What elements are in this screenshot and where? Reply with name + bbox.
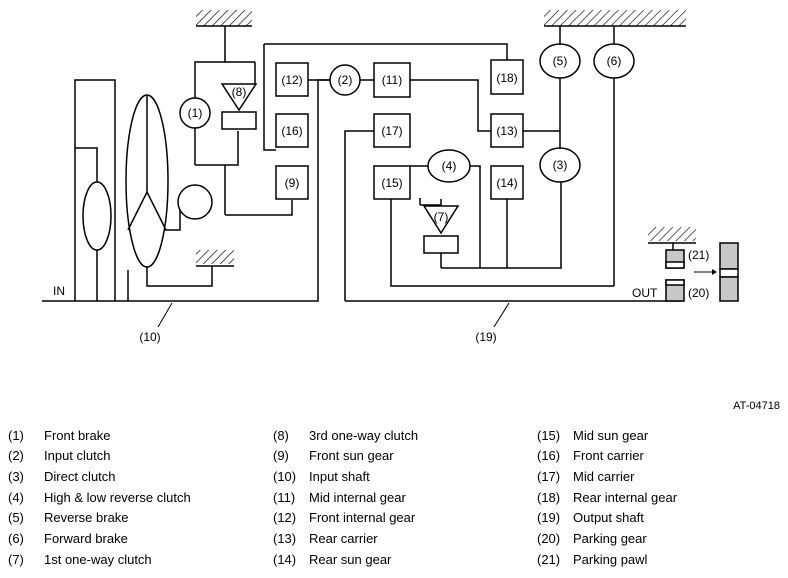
- legend-text: Output shaft: [573, 510, 644, 525]
- legend-text: 3rd one-way clutch: [309, 428, 419, 443]
- forward-brake-6: [593, 43, 635, 79]
- legend-num: (14): [273, 552, 297, 567]
- legend-num: (1): [8, 428, 24, 443]
- legend-num: (7): [8, 552, 24, 567]
- diagram-labels: (1) (2) (3) (4) (5) (6) (7) (8) (9) (10)…: [53, 54, 709, 344]
- converter-turbine: [177, 184, 213, 220]
- legend-num: (11): [273, 490, 296, 505]
- direct-clutch-3: [539, 147, 581, 183]
- legend-num: (12): [273, 510, 297, 525]
- mid-carrier-17: [373, 113, 411, 148]
- label-14: (14): [496, 176, 517, 190]
- rear-internal-gear-18: [490, 59, 524, 95]
- label-18: (18): [496, 71, 517, 85]
- parking-gear-detail-top: [719, 242, 739, 270]
- legend-text: Parking gear: [573, 531, 647, 546]
- label-12: (12): [281, 73, 302, 87]
- rear-sun-gear-14: [490, 165, 524, 200]
- label-16: (16): [281, 124, 302, 138]
- front-internal-gear-12: [275, 62, 309, 97]
- legend-text: Mid sun gear: [573, 428, 649, 443]
- reverse-brake-5: [539, 43, 581, 79]
- legend-num: (8): [273, 428, 289, 443]
- label-8: (8): [232, 85, 247, 99]
- legend-num: (19): [537, 510, 561, 525]
- input-clutch-2: [329, 64, 361, 96]
- high-low-reverse-clutch-4: [427, 149, 471, 183]
- one-way-clutch-8: [220, 83, 258, 130]
- ground-torque-converter: [196, 250, 234, 264]
- ground-top-right: [544, 10, 686, 26]
- legend-text: Front internal gear: [309, 510, 416, 525]
- label-9: (9): [285, 176, 300, 190]
- label-17: (17): [381, 124, 402, 138]
- front-brake-1: [179, 97, 211, 129]
- legend-text: Front brake: [44, 428, 111, 443]
- figure-reference-id: AT-04718: [733, 400, 780, 412]
- front-carrier-16: [275, 113, 309, 148]
- label-19: (19): [475, 330, 496, 344]
- legend-text: 1st one-way clutch: [44, 552, 152, 567]
- in-label: IN: [53, 284, 65, 298]
- legend-text: Direct clutch: [44, 469, 116, 484]
- label-10: (10): [139, 330, 160, 344]
- parking-gear-detail-bottom: [719, 276, 739, 302]
- label-2: (2): [338, 73, 353, 87]
- legend-text: Rear sun gear: [309, 552, 392, 567]
- legend-num: (5): [8, 510, 24, 525]
- ground-parking: [648, 227, 696, 241]
- legend-num: (17): [537, 469, 561, 484]
- legend-text: Forward brake: [44, 531, 128, 546]
- torque-converter: [82, 94, 213, 268]
- front-sun-gear-9: [275, 165, 309, 200]
- label-21: (21): [688, 248, 709, 262]
- parking-mechanism: [665, 242, 739, 302]
- legend-text: Input shaft: [309, 469, 370, 484]
- ground-top-left: [196, 10, 252, 26]
- legend-num: (9): [273, 448, 289, 463]
- legend-text: Front sun gear: [309, 448, 394, 463]
- leader-lines: [157, 302, 510, 328]
- legend-text: Rear carrier: [309, 531, 378, 546]
- label-5: (5): [553, 54, 568, 68]
- label-7: (7): [434, 210, 449, 224]
- legend-num: (6): [8, 531, 24, 546]
- legend-text: High & low reverse clutch: [44, 490, 191, 505]
- label-11: (11): [382, 73, 402, 87]
- label-3: (3): [553, 158, 568, 172]
- legend-num: (3): [8, 469, 24, 484]
- legend-num: (20): [537, 531, 561, 546]
- label-13: (13): [496, 124, 517, 138]
- legend-text: Mid carrier: [573, 469, 635, 484]
- legend-num: (21): [537, 552, 561, 567]
- legend-text: Reverse brake: [44, 510, 129, 525]
- mid-internal-gear-11: [373, 62, 411, 98]
- legend-num: (10): [273, 469, 297, 484]
- legend-text: Input clutch: [44, 448, 111, 463]
- ground-hatches: [196, 10, 696, 267]
- label-6: (6): [607, 54, 622, 68]
- converter-stator: [82, 181, 112, 251]
- gear-boxes: [275, 59, 524, 200]
- legend-text: Rear internal gear: [573, 490, 678, 505]
- legend-text: Mid internal gear: [309, 490, 406, 505]
- rear-carrier-13: [490, 113, 524, 148]
- legend-num: (13): [273, 531, 297, 546]
- label-4: (4): [442, 159, 457, 173]
- label-20: (20): [688, 286, 709, 300]
- label-15: (15): [381, 176, 402, 190]
- clutch-brake-circles: [179, 43, 635, 183]
- label-1: (1): [188, 106, 203, 120]
- legend-num: (18): [537, 490, 561, 505]
- mid-sun-gear-15: [373, 165, 411, 200]
- transmission-schematic: (1) (2) (3) (4) (5) (6) (7) (8) (9) (10)…: [42, 10, 739, 344]
- legend-num: (16): [537, 448, 561, 463]
- legend-num: (2): [8, 448, 24, 463]
- legend-num: (15): [537, 428, 561, 443]
- legend-text: Front carrier: [573, 448, 644, 463]
- legend-text: Parking pawl: [573, 552, 648, 567]
- legend-num: (4): [8, 490, 24, 505]
- out-label: OUT: [632, 286, 658, 300]
